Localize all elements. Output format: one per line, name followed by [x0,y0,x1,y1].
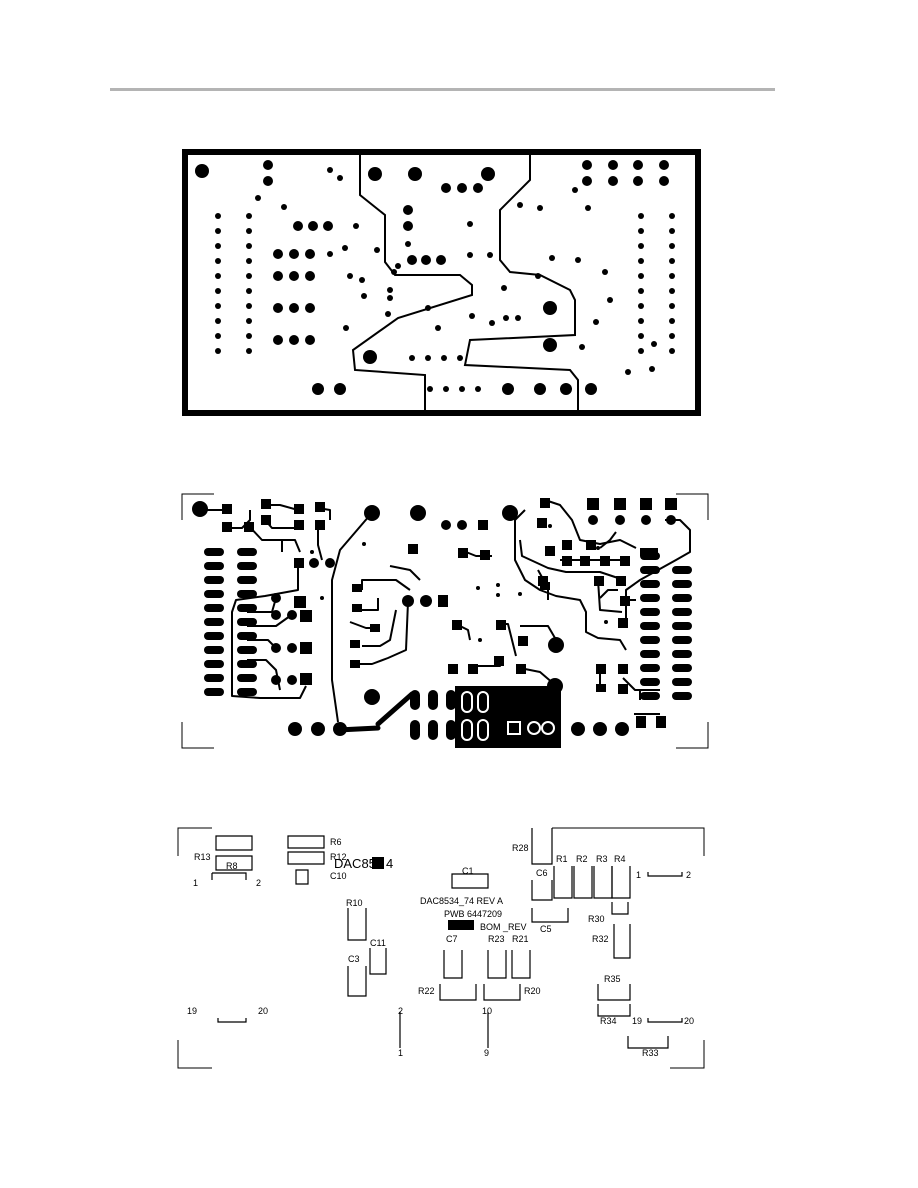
part-block [372,857,384,869]
small-vias [310,524,608,642]
ground-plane-vias [195,160,675,395]
silk-ref-c10: C10 [330,871,347,881]
silk-ref-r28: R28 [512,843,529,853]
board-outline [182,149,701,416]
silk-pin-1-mid: 1 [398,1048,403,1058]
silk-ref-c11: C11 [370,938,386,948]
corner-marks [181,493,709,749]
board-part-label: DAC85 [334,856,376,871]
silk-pin-19-left: 19 [187,1006,197,1016]
silk-ref-r22: R22 [418,986,435,996]
silk-ref-r32: R32 [592,934,609,944]
trace-layer-pads [192,498,677,748]
silk-ref-c3: C3 [348,954,360,964]
board-part-suffix: 4 [386,856,393,871]
bom-block [448,920,474,930]
silk-ref-r13: R13 [194,852,211,862]
silk-ref-r10: R10 [346,898,363,908]
silk-pin-20-left: 20 [258,1006,268,1016]
silk-pin-19-right: 19 [632,1016,642,1026]
silk-ref-r21: R21 [512,934,529,944]
silk-ref-r12: R12 [330,852,347,862]
silk-ref-r6: R6 [330,837,342,847]
silk-footprints [211,828,683,1049]
plane-split-lines [351,152,579,410]
board-bom-line: BOM _REV [480,922,527,932]
dip-left-a [204,548,224,696]
silkscreen-layer: R6 R12 C10 R13 R8 R28 R1 R2 R3 R4 C6 C1 … [177,827,705,1069]
silk-ref-r34: R34 [600,1016,617,1026]
silk-ref-r4: R4 [614,854,626,864]
silk-ref-c7: C7 [446,934,458,944]
silk-pin-10-mid: 10 [482,1006,492,1016]
silk-ref-r3: R3 [596,854,608,864]
silk-ref-r33: R33 [642,1048,659,1058]
silk-ref-r30: R30 [588,914,605,924]
power-trace [375,691,415,727]
silk-ref-r1: R1 [556,854,568,864]
silk-ref-r20: R20 [524,986,541,996]
silk-pin-1-right: 1 [636,870,641,880]
silk-ref-r8: R8 [226,861,238,871]
silk-ref-r35: R35 [604,974,621,984]
board-name-line: DAC8534_74 REV A [420,896,503,906]
silk-pin-20-right: 20 [684,1016,694,1026]
ground-plane-layer [182,149,701,416]
silk-ref-r2: R2 [576,854,588,864]
silk-ref-c5: C5 [540,924,552,934]
dip-right-b [672,566,692,700]
silk-ref-c6: C6 [536,868,548,878]
silk-pin-2-mid: 2 [398,1006,403,1016]
header-rule [110,88,775,91]
copper-trace-layer [181,493,709,749]
dip-right-a [640,552,660,700]
silk-pin-9-mid: 9 [484,1048,489,1058]
silk-pin-1-left: 1 [193,878,198,888]
silk-pin-2-left: 2 [256,878,261,888]
board-pwb-line: PWB 6447209 [444,909,502,919]
silk-pin-2-right: 2 [686,870,691,880]
pour-cutouts [461,691,555,741]
silk-ref-c1: C1 [462,866,474,876]
dip-left-b [237,548,257,696]
silk-ref-r23: R23 [488,934,505,944]
silk-corner-marks [177,827,705,1069]
